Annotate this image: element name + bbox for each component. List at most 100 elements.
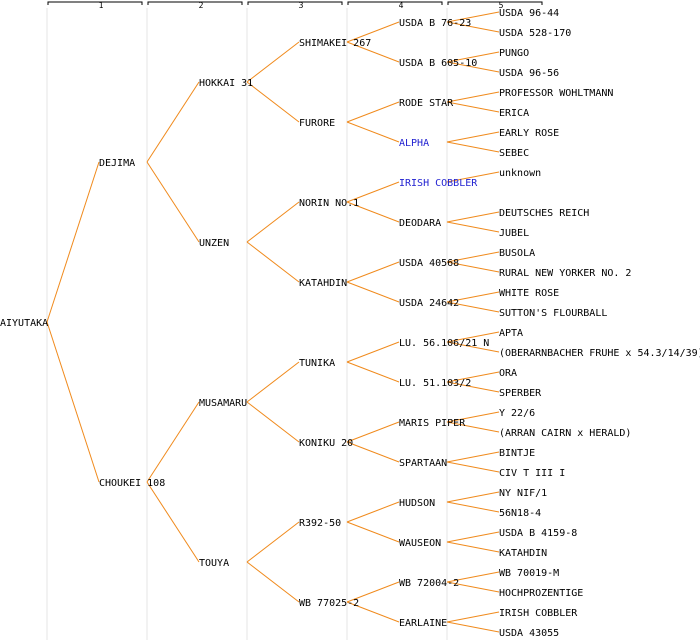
ancestor-node[interactable]: USDA 40568 bbox=[399, 258, 459, 269]
ancestor-node[interactable]: DEJIMA bbox=[99, 158, 135, 169]
ancestor-node[interactable]: IRISH COBBLER bbox=[399, 178, 478, 189]
leaf-ancestor[interactable]: KATAHDIN bbox=[499, 548, 547, 559]
ancestor-node[interactable]: SHIMAKEI 267 bbox=[299, 38, 371, 49]
lineage-edge bbox=[246, 81, 300, 123]
leaf-ancestor[interactable]: HOCHPROZENTIGE bbox=[499, 588, 583, 599]
lineage-edge bbox=[346, 201, 400, 223]
generation-number: 4 bbox=[399, 1, 404, 10]
leaf-ancestor[interactable]: EARLY ROSE bbox=[499, 128, 559, 139]
ancestor-node[interactable]: SPARTAAN bbox=[399, 458, 447, 469]
leaf-ancestor[interactable]: ORA bbox=[499, 368, 517, 379]
lineage-edge bbox=[246, 561, 300, 603]
lineage-edge bbox=[246, 201, 300, 243]
leaf-ancestor[interactable]: BUSOLA bbox=[499, 248, 535, 259]
ancestor-node[interactable]: KATAHDIN bbox=[299, 278, 347, 289]
leaf-ancestor[interactable]: unknown bbox=[499, 168, 541, 179]
ancestor-node[interactable]: MARIS PIPER bbox=[399, 418, 466, 429]
ancestor-node[interactable]: USDA B 76-23 bbox=[399, 18, 471, 29]
ancestor-node[interactable]: USDA 24642 bbox=[399, 298, 459, 309]
lineage-edge bbox=[446, 21, 500, 33]
ancestor-node[interactable]: R392-50 bbox=[299, 518, 341, 529]
leaf-ancestor[interactable]: 56N18-4 bbox=[499, 508, 541, 519]
ancestor-node[interactable]: DEODARA bbox=[399, 218, 441, 229]
lineage-edge bbox=[346, 21, 400, 43]
ancestor-node[interactable]: USDA B 605-10 bbox=[399, 58, 477, 69]
ancestor-node[interactable]: UNZEN bbox=[199, 238, 229, 249]
generation-ruler bbox=[447, 1, 543, 5]
lineage-edge bbox=[346, 581, 400, 603]
root-cultivar[interactable]: AIYUTAKA bbox=[0, 318, 48, 329]
ancestor-node[interactable]: ALPHA bbox=[399, 138, 429, 149]
leaf-ancestor[interactable]: SUTTON'S FLOURBALL bbox=[499, 308, 607, 319]
ancestor-node[interactable]: KONIKU 20 bbox=[299, 438, 353, 449]
ancestor-node[interactable]: WAUSEON bbox=[399, 538, 441, 549]
lineage-edge bbox=[446, 91, 500, 103]
lineage-edge bbox=[46, 161, 100, 323]
lineage-edge bbox=[446, 171, 500, 183]
leaf-ancestor[interactable]: USDA 528-170 bbox=[499, 28, 571, 39]
lineage-edge bbox=[446, 291, 500, 303]
leaf-ancestor[interactable]: USDA 96-56 bbox=[499, 68, 559, 79]
leaf-ancestor[interactable]: (OBERARNBACHER FRUHE x 54.3/14/39) bbox=[499, 348, 700, 359]
leaf-ancestor[interactable]: DEUTSCHES REICH bbox=[499, 208, 589, 219]
ancestor-node[interactable]: EARLAINE bbox=[399, 618, 447, 629]
ancestor-node[interactable]: WB 72004-2 bbox=[399, 578, 459, 589]
lineage-edge bbox=[246, 401, 300, 443]
lineage-edge bbox=[446, 11, 500, 23]
leaf-ancestor[interactable]: RURAL NEW YORKER NO. 2 bbox=[499, 268, 631, 279]
lineage-edge bbox=[446, 451, 500, 463]
leaf-ancestor[interactable]: ERICA bbox=[499, 108, 529, 119]
lineage-edge bbox=[446, 141, 500, 153]
lineage-edge bbox=[446, 131, 500, 143]
lineage-edge bbox=[346, 181, 400, 203]
ancestor-node[interactable]: TOUYA bbox=[199, 558, 229, 569]
lineage-edge bbox=[146, 401, 200, 483]
leaf-ancestor[interactable]: WHITE ROSE bbox=[499, 288, 559, 299]
leaf-ancestor[interactable]: USDA 43055 bbox=[499, 628, 559, 639]
lineage-edge bbox=[346, 421, 400, 443]
lineage-edge bbox=[346, 601, 400, 623]
lineage-edge bbox=[446, 211, 500, 223]
ancestor-node[interactable]: CHOUKEI 108 bbox=[99, 478, 165, 489]
ancestor-node[interactable]: TUNIKA bbox=[299, 358, 335, 369]
leaf-ancestor[interactable]: PROFESSOR WOHLTMANN bbox=[499, 88, 613, 99]
leaf-ancestor[interactable]: SPERBER bbox=[499, 388, 542, 399]
lineage-edge bbox=[346, 281, 400, 303]
generation-ruler bbox=[347, 1, 443, 5]
leaf-ancestor[interactable]: Y 22/6 bbox=[499, 408, 535, 419]
lineage-edge bbox=[346, 361, 400, 383]
ancestor-node[interactable]: WB 77025-2 bbox=[299, 598, 359, 609]
lineage-edge bbox=[446, 51, 500, 63]
lineage-edge bbox=[446, 531, 500, 543]
ancestor-node[interactable]: LU. 51.103/2 bbox=[399, 378, 471, 389]
generation-ruler bbox=[147, 1, 243, 5]
ancestor-node[interactable]: HOKKAI 31 bbox=[199, 78, 253, 89]
lineage-edge bbox=[446, 501, 500, 513]
lineage-edge bbox=[446, 421, 500, 433]
leaf-ancestor[interactable]: WB 70019-M bbox=[499, 568, 559, 579]
leaf-ancestor[interactable]: (ARRAN CAIRN x HERALD) bbox=[499, 428, 631, 439]
lineage-edge bbox=[446, 61, 500, 73]
lineage-edge bbox=[446, 101, 500, 113]
leaf-ancestor[interactable]: NY NIF/1 bbox=[499, 488, 547, 499]
leaf-ancestor[interactable]: USDA 96-44 bbox=[499, 8, 559, 19]
lineage-edge bbox=[346, 41, 400, 63]
lineage-edge bbox=[346, 101, 400, 123]
ancestor-node[interactable]: FURORE bbox=[299, 118, 335, 129]
ancestor-node[interactable]: LU. 56.106/21 N bbox=[399, 338, 489, 349]
leaf-ancestor[interactable]: APTA bbox=[499, 328, 523, 339]
ancestor-node[interactable]: NORIN NO.1 bbox=[299, 198, 359, 209]
generation-ruler bbox=[47, 1, 143, 5]
leaf-ancestor[interactable]: CIV T III I bbox=[499, 468, 565, 479]
ancestor-node[interactable]: MUSAMARU bbox=[199, 398, 247, 409]
leaf-ancestor[interactable]: IRISH COBBLER bbox=[499, 608, 578, 619]
lineage-edge bbox=[246, 41, 300, 83]
leaf-ancestor[interactable]: JUBEL bbox=[499, 228, 529, 239]
lineage-edge bbox=[446, 381, 500, 393]
ancestor-node[interactable]: RODE STAR bbox=[399, 98, 454, 109]
leaf-ancestor[interactable]: PUNGO bbox=[499, 48, 529, 59]
leaf-ancestor[interactable]: SEBEC bbox=[499, 148, 529, 159]
ancestor-node[interactable]: HUDSON bbox=[399, 498, 435, 509]
leaf-ancestor[interactable]: USDA B 4159-8 bbox=[499, 528, 577, 539]
leaf-ancestor[interactable]: BINTJE bbox=[499, 448, 535, 459]
